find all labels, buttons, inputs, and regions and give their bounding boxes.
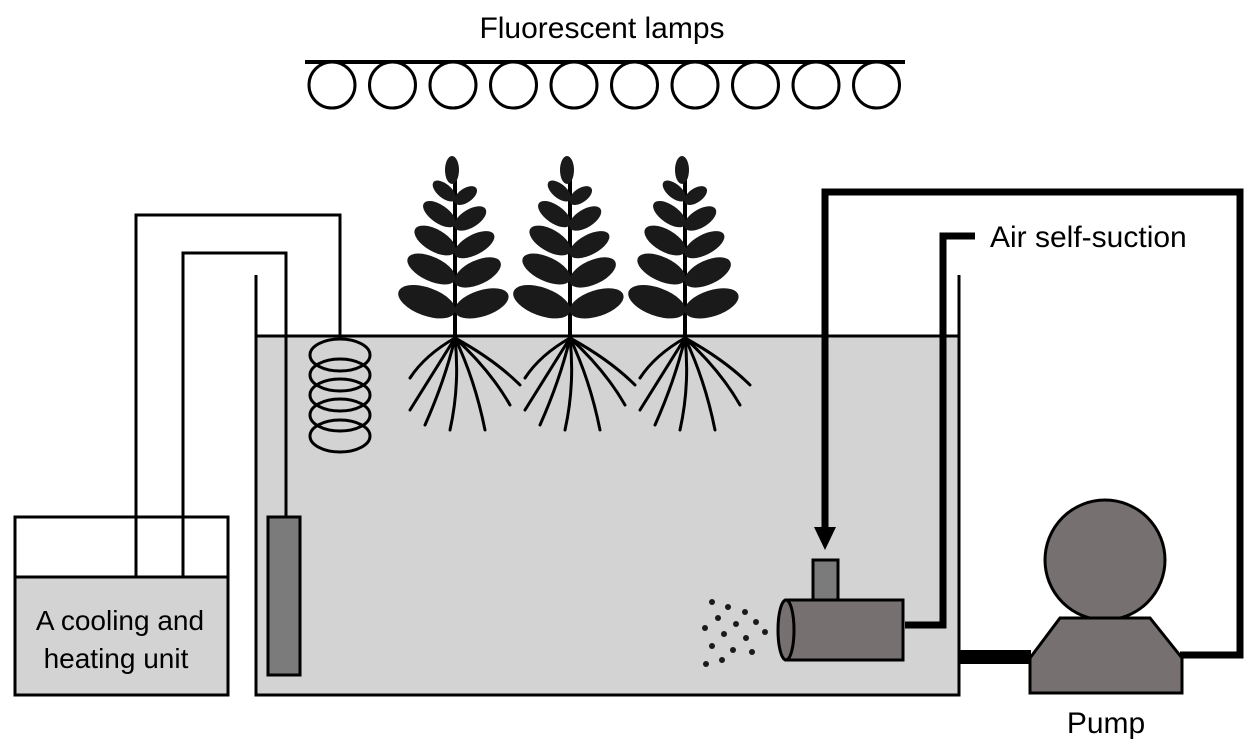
plant-root	[408, 336, 457, 380]
pump-label: Pump	[1067, 707, 1145, 740]
lamp-tube	[731, 60, 780, 110]
plant-leaf	[569, 288, 624, 319]
cooling-heating-unit	[13, 575, 230, 697]
plant-root	[453, 336, 512, 407]
plant-leaf	[522, 253, 571, 285]
plant-leaf	[432, 180, 456, 202]
unit-label-line2: heating unit	[44, 643, 189, 674]
plant-root	[563, 336, 574, 432]
plant-root	[638, 336, 687, 380]
plant-leaf	[398, 285, 456, 319]
plant-leaf	[423, 200, 456, 228]
air-suction-line	[905, 232, 975, 629]
plant-leaf	[529, 225, 571, 256]
plant-root	[453, 336, 522, 387]
plant-root	[683, 336, 752, 387]
ejector-body	[784, 598, 905, 662]
plant-leaf	[684, 186, 708, 205]
plant-leaf	[684, 288, 739, 319]
lamps-label: Fluorescent lamps	[479, 12, 724, 45]
pump-connector	[959, 650, 1031, 664]
coolant-pipe-outer	[134, 213, 342, 577]
pump-base	[1028, 616, 1184, 695]
plant-leaf	[569, 257, 616, 288]
pump-motor	[1043, 498, 1167, 622]
pump-return-line	[821, 188, 1244, 659]
plant-leaf	[547, 180, 571, 202]
plant-top-leaf	[675, 156, 689, 184]
lamp-tube	[610, 60, 659, 110]
coolant-pipe-inner	[181, 251, 288, 577]
plant-leaf	[644, 225, 686, 256]
plant-root	[568, 336, 637, 387]
lamp-tube	[549, 60, 599, 110]
plant-root	[568, 336, 627, 407]
plant-leaf	[454, 186, 478, 205]
plant-root	[683, 336, 742, 407]
plant-top-leaf	[560, 156, 574, 184]
plant-leaf	[407, 253, 456, 285]
plant-leaf	[414, 225, 456, 256]
plant-root	[638, 336, 687, 412]
plant-leaf	[454, 257, 501, 288]
plant	[513, 156, 637, 432]
plant-leaf	[684, 206, 717, 231]
temperature-sensor-rod	[266, 515, 302, 677]
lamp-tube	[428, 60, 478, 110]
plant-leaf	[569, 186, 593, 205]
plant	[398, 156, 522, 432]
plant-root	[448, 336, 459, 432]
plant-root	[538, 336, 572, 427]
plant-leaf	[569, 231, 610, 259]
ejector-inlet	[811, 558, 840, 602]
plant-root	[678, 336, 689, 432]
plant-root	[683, 336, 717, 432]
plant-leaf	[684, 231, 725, 259]
plant-leaf	[637, 253, 686, 285]
lamp-tube	[791, 60, 841, 110]
plant-leaf	[513, 285, 571, 319]
air-bubbles	[702, 599, 768, 667]
plant-leaf	[454, 231, 495, 259]
plant-leaf	[662, 180, 686, 202]
plants-group	[398, 156, 752, 432]
air-flow-arrow-icon	[814, 527, 836, 550]
air-suction-label: Air self-suction	[990, 221, 1187, 254]
lamp-tube	[852, 60, 901, 110]
plant-leaf	[653, 200, 686, 228]
fluorescent-lamps	[307, 60, 901, 110]
unit-top-section	[13, 515, 230, 579]
plant-leaf	[628, 285, 686, 319]
plant-leaf	[569, 206, 602, 231]
plant-leaf	[454, 206, 487, 231]
plant-top-leaf	[445, 156, 459, 184]
plant-root	[523, 336, 572, 412]
lamp-tube	[670, 60, 720, 110]
plant-root	[423, 336, 457, 427]
plant	[628, 156, 752, 432]
heat-exchange-coil	[308, 337, 372, 454]
plant-root	[523, 336, 572, 380]
ejector-nozzle	[776, 598, 796, 662]
plant-leaf	[538, 200, 571, 228]
lamp-tube	[368, 60, 417, 110]
plant-root	[453, 336, 487, 432]
plant-root	[653, 336, 687, 427]
plant-root	[568, 336, 602, 432]
lamp-tube	[489, 60, 538, 110]
plant-leaf	[454, 288, 509, 319]
lamp-tube	[307, 60, 357, 110]
plant-leaf	[684, 257, 731, 288]
unit-label-line1: A cooling and	[36, 605, 204, 636]
plant-root	[408, 336, 457, 412]
